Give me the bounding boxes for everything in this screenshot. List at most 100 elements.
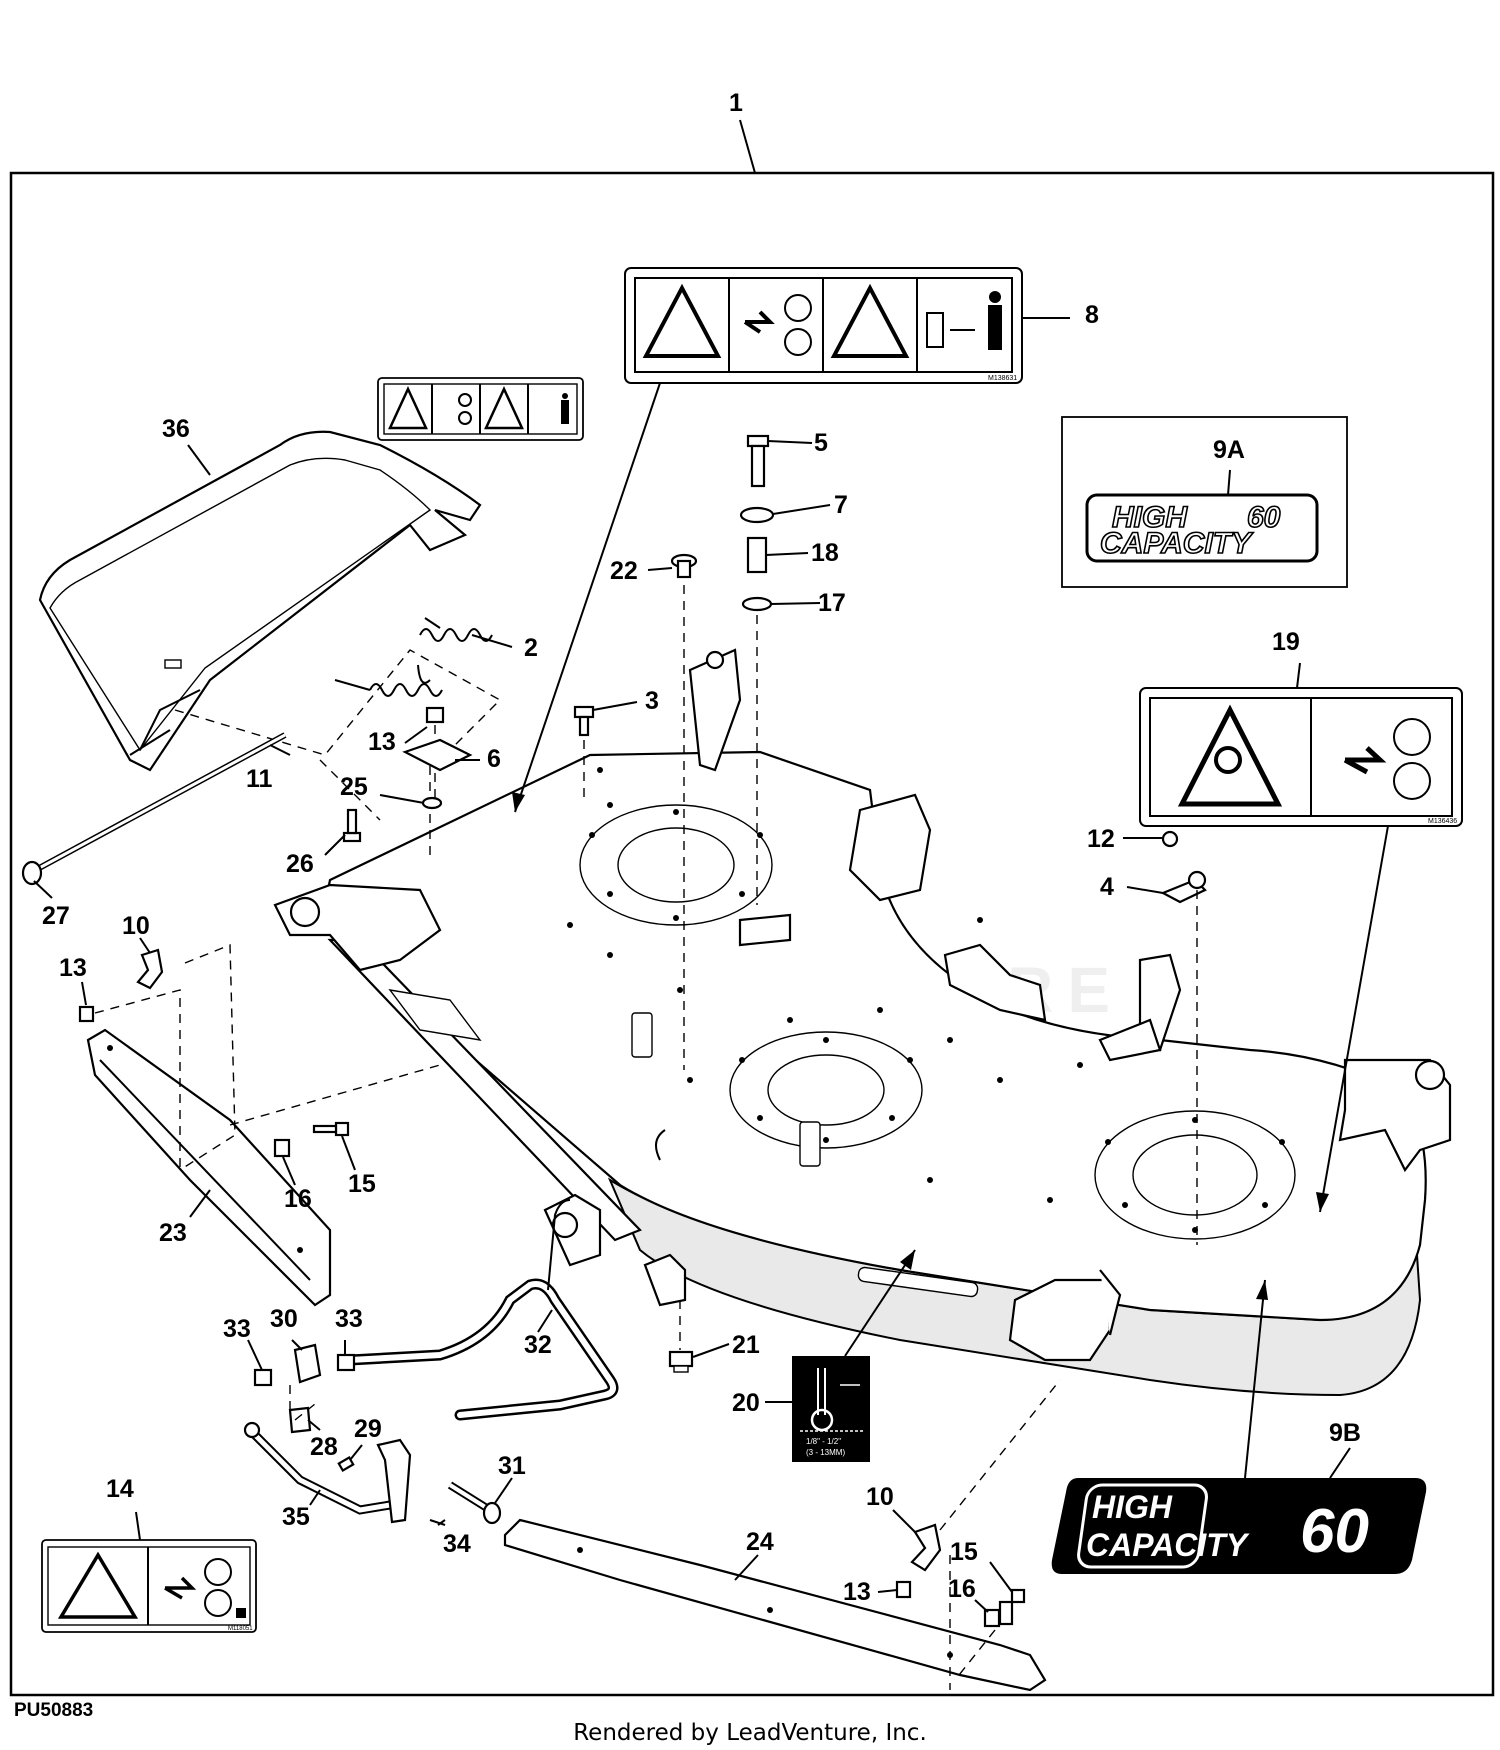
callout-30: 30 bbox=[270, 1305, 298, 1333]
plate-6[interactable] bbox=[402, 738, 473, 772]
bolt-3[interactable] bbox=[573, 705, 595, 737]
spacer-16a[interactable] bbox=[273, 1138, 291, 1158]
bolt-15a[interactable] bbox=[312, 1121, 350, 1137]
rendered-by-footer: Rendered by LeadVenture, Inc. bbox=[573, 1720, 927, 1746]
callout-7: 7 bbox=[834, 491, 848, 519]
callout-13b: 13 bbox=[59, 954, 87, 982]
decal-9b[interactable]: HIGH CAPACITY 60 bbox=[1051, 1478, 1427, 1574]
callout-31: 31 bbox=[498, 1452, 526, 1480]
decal-14[interactable]: M118051 bbox=[41, 1539, 257, 1633]
bolt-15b[interactable] bbox=[998, 1588, 1026, 1626]
callout-13a: 13 bbox=[368, 728, 396, 756]
bolt-26[interactable] bbox=[342, 808, 362, 843]
diagram-code: PU50883 bbox=[14, 1700, 94, 1721]
nut-21[interactable] bbox=[668, 1350, 694, 1373]
callout-1: 1 bbox=[729, 89, 743, 117]
lift-rod-32[interactable] bbox=[344, 1199, 619, 1421]
nut-33a[interactable] bbox=[253, 1368, 273, 1387]
callout-10a: 10 bbox=[122, 912, 150, 940]
clip-10b[interactable] bbox=[910, 1523, 942, 1572]
callout-2: 2 bbox=[524, 634, 538, 662]
callout-3: 3 bbox=[645, 687, 659, 715]
callout-34: 34 bbox=[443, 1530, 471, 1558]
spring[interactable] bbox=[334, 617, 493, 697]
badge-9a-line1: HIGH bbox=[1112, 501, 1188, 534]
badge-9b-line1: HIGH bbox=[1092, 1489, 1173, 1525]
callout-21: 21 bbox=[732, 1331, 760, 1359]
washer-25[interactable] bbox=[421, 796, 443, 810]
baffle-24[interactable] bbox=[503, 1518, 1047, 1692]
callout-29: 29 bbox=[354, 1415, 382, 1443]
callout-33a: 33 bbox=[223, 1315, 251, 1343]
decal-8-mini bbox=[377, 377, 584, 441]
screw-12[interactable] bbox=[1161, 830, 1179, 848]
bolt-5[interactable] bbox=[746, 434, 770, 488]
callout-15b: 15 bbox=[950, 1538, 978, 1566]
diagram-frame bbox=[9, 171, 1495, 1697]
bracket-29[interactable] bbox=[376, 1438, 412, 1524]
decal-20[interactable]: 1/8" - 1/2" (3 - 13MM) bbox=[792, 1356, 870, 1462]
callout-9a: 9A bbox=[1213, 436, 1245, 464]
plug-22[interactable] bbox=[670, 553, 698, 579]
callout-16b: 16 bbox=[948, 1575, 976, 1603]
badge-9a-line2: CAPACITY bbox=[1100, 527, 1254, 560]
callout-20: 20 bbox=[732, 1389, 760, 1417]
callout-25: 25 bbox=[340, 773, 368, 801]
leader-lines bbox=[33, 440, 1164, 1613]
decal-8-code: M138631 bbox=[988, 375, 1017, 382]
washer-7[interactable] bbox=[739, 506, 775, 524]
badge-9a-number: 60 bbox=[1247, 501, 1281, 534]
spacer-18[interactable] bbox=[746, 536, 768, 574]
callout-17: 17 bbox=[818, 589, 846, 617]
link-35[interactable] bbox=[243, 1421, 391, 1515]
callout-24: 24 bbox=[746, 1528, 774, 1556]
decal-14-code: M118051 bbox=[228, 1626, 253, 1632]
callout-19: 19 bbox=[1272, 628, 1300, 656]
cotter-34[interactable] bbox=[429, 1519, 446, 1526]
callout-11: 11 bbox=[246, 765, 273, 793]
callout-22: 22 bbox=[610, 557, 638, 585]
decal-20-range: 1/8" - 1/2" bbox=[806, 1437, 841, 1446]
nut-13[interactable] bbox=[425, 706, 445, 724]
pin-31[interactable] bbox=[447, 1481, 502, 1525]
bolt-29[interactable] bbox=[337, 1456, 355, 1472]
baffle-23[interactable] bbox=[86, 1028, 332, 1307]
callout-labels: 1 8 9A 5 7 18 17 22 19 3 36 2 13 6 11 25… bbox=[42, 89, 1361, 1606]
pivot-rod[interactable] bbox=[21, 732, 287, 886]
block-30[interactable] bbox=[293, 1343, 322, 1384]
decal-19-code: M136436 bbox=[1428, 818, 1457, 825]
badge-9b-line2: CAPACITY bbox=[1086, 1527, 1250, 1563]
bracket-4[interactable] bbox=[1160, 870, 1207, 904]
nut-13c[interactable] bbox=[895, 1580, 912, 1599]
spacer-16b[interactable] bbox=[983, 1608, 1001, 1628]
callout-18: 18 bbox=[811, 539, 839, 567]
block-28[interactable] bbox=[288, 1406, 312, 1434]
badge-9b-number: 60 bbox=[1300, 1497, 1369, 1566]
decal-8[interactable]: M138631 bbox=[624, 267, 1023, 384]
nut-13b[interactable] bbox=[78, 1005, 95, 1023]
callout-13c: 13 bbox=[843, 1578, 871, 1606]
decal-20-metric: (3 - 13MM) bbox=[806, 1448, 845, 1457]
callout-33b: 33 bbox=[335, 1305, 363, 1333]
nut-33b[interactable] bbox=[336, 1353, 356, 1372]
callout-16a: 16 bbox=[284, 1185, 312, 1213]
callout-27: 27 bbox=[42, 902, 70, 930]
decal-19[interactable]: M136436 bbox=[1139, 687, 1463, 827]
callout-15a: 15 bbox=[348, 1170, 376, 1198]
discharge-chute-shield[interactable] bbox=[38, 430, 482, 772]
callout-10b: 10 bbox=[866, 1483, 894, 1511]
callout-6: 6 bbox=[487, 745, 501, 773]
decal-9a[interactable]: HIGH 60 CAPACITY bbox=[1061, 416, 1348, 588]
callout-14: 14 bbox=[106, 1475, 134, 1503]
callout-12: 12 bbox=[1087, 825, 1115, 853]
callout-28: 28 bbox=[310, 1433, 338, 1461]
callout-32: 32 bbox=[524, 1331, 552, 1359]
mower-deck[interactable] bbox=[273, 648, 1452, 1397]
washer-17[interactable] bbox=[741, 596, 773, 612]
callout-23: 23 bbox=[159, 1219, 187, 1247]
clip-10a[interactable] bbox=[136, 948, 164, 990]
callout-36: 36 bbox=[162, 415, 190, 443]
callout-9b: 9B bbox=[1329, 1419, 1361, 1447]
callout-8: 8 bbox=[1085, 301, 1099, 329]
